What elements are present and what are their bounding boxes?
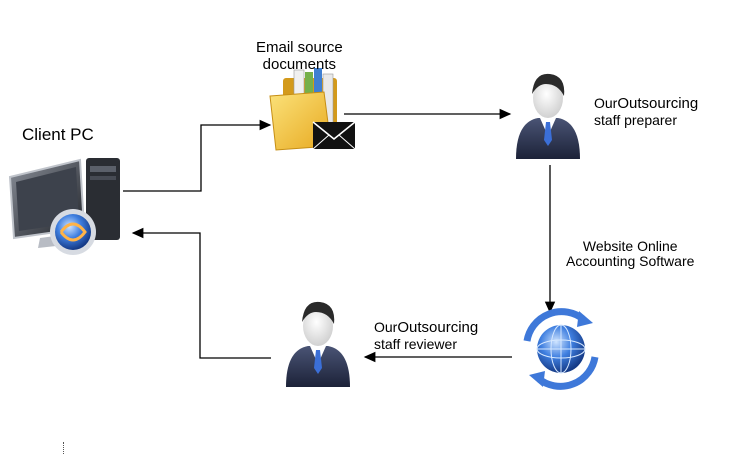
- reviewer-label-our: Our: [374, 319, 398, 335]
- email-docs-label-line1: Email source: [256, 39, 343, 56]
- preparer-label-line1: OurOutsourcing: [594, 95, 699, 113]
- person-icon: [516, 73, 580, 159]
- reviewer-label: OurOutsourcing staff reviewer: [374, 319, 479, 352]
- preparer-label-line2: staff preparer: [594, 111, 678, 128]
- edge-client-to-email: [123, 119, 272, 192]
- email-docs-label: Email source documents: [256, 39, 343, 73]
- email-docs-label-line2: documents: [262, 55, 337, 73]
- person-icon: [286, 301, 350, 387]
- reviewer-label-line2: staff reviewer: [374, 335, 457, 352]
- web-software-label-line1: Website Online: [582, 238, 678, 254]
- reviewer-label-outsourcing: Outsourcing: [397, 319, 479, 336]
- dotted-marker: [63, 442, 65, 454]
- client-pc-label: Client PC: [22, 125, 94, 144]
- web-software-label-line2: Accounting Software: [566, 253, 695, 270]
- connectors: [123, 108, 556, 363]
- edge-reviewer-to-client: [131, 227, 271, 359]
- preparer-label-outsourcing: Outsourcing: [617, 95, 699, 112]
- envelope-icon: [312, 121, 356, 150]
- globe-icon: [523, 308, 599, 390]
- preparer-label-our: Our: [594, 95, 618, 111]
- computer-icon: [8, 158, 120, 255]
- web-software-label: Website Online Accounting Software: [566, 238, 695, 270]
- preparer-label: OurOutsourcing staff preparer: [594, 95, 699, 128]
- reviewer-label-line1: OurOutsourcing: [374, 319, 479, 337]
